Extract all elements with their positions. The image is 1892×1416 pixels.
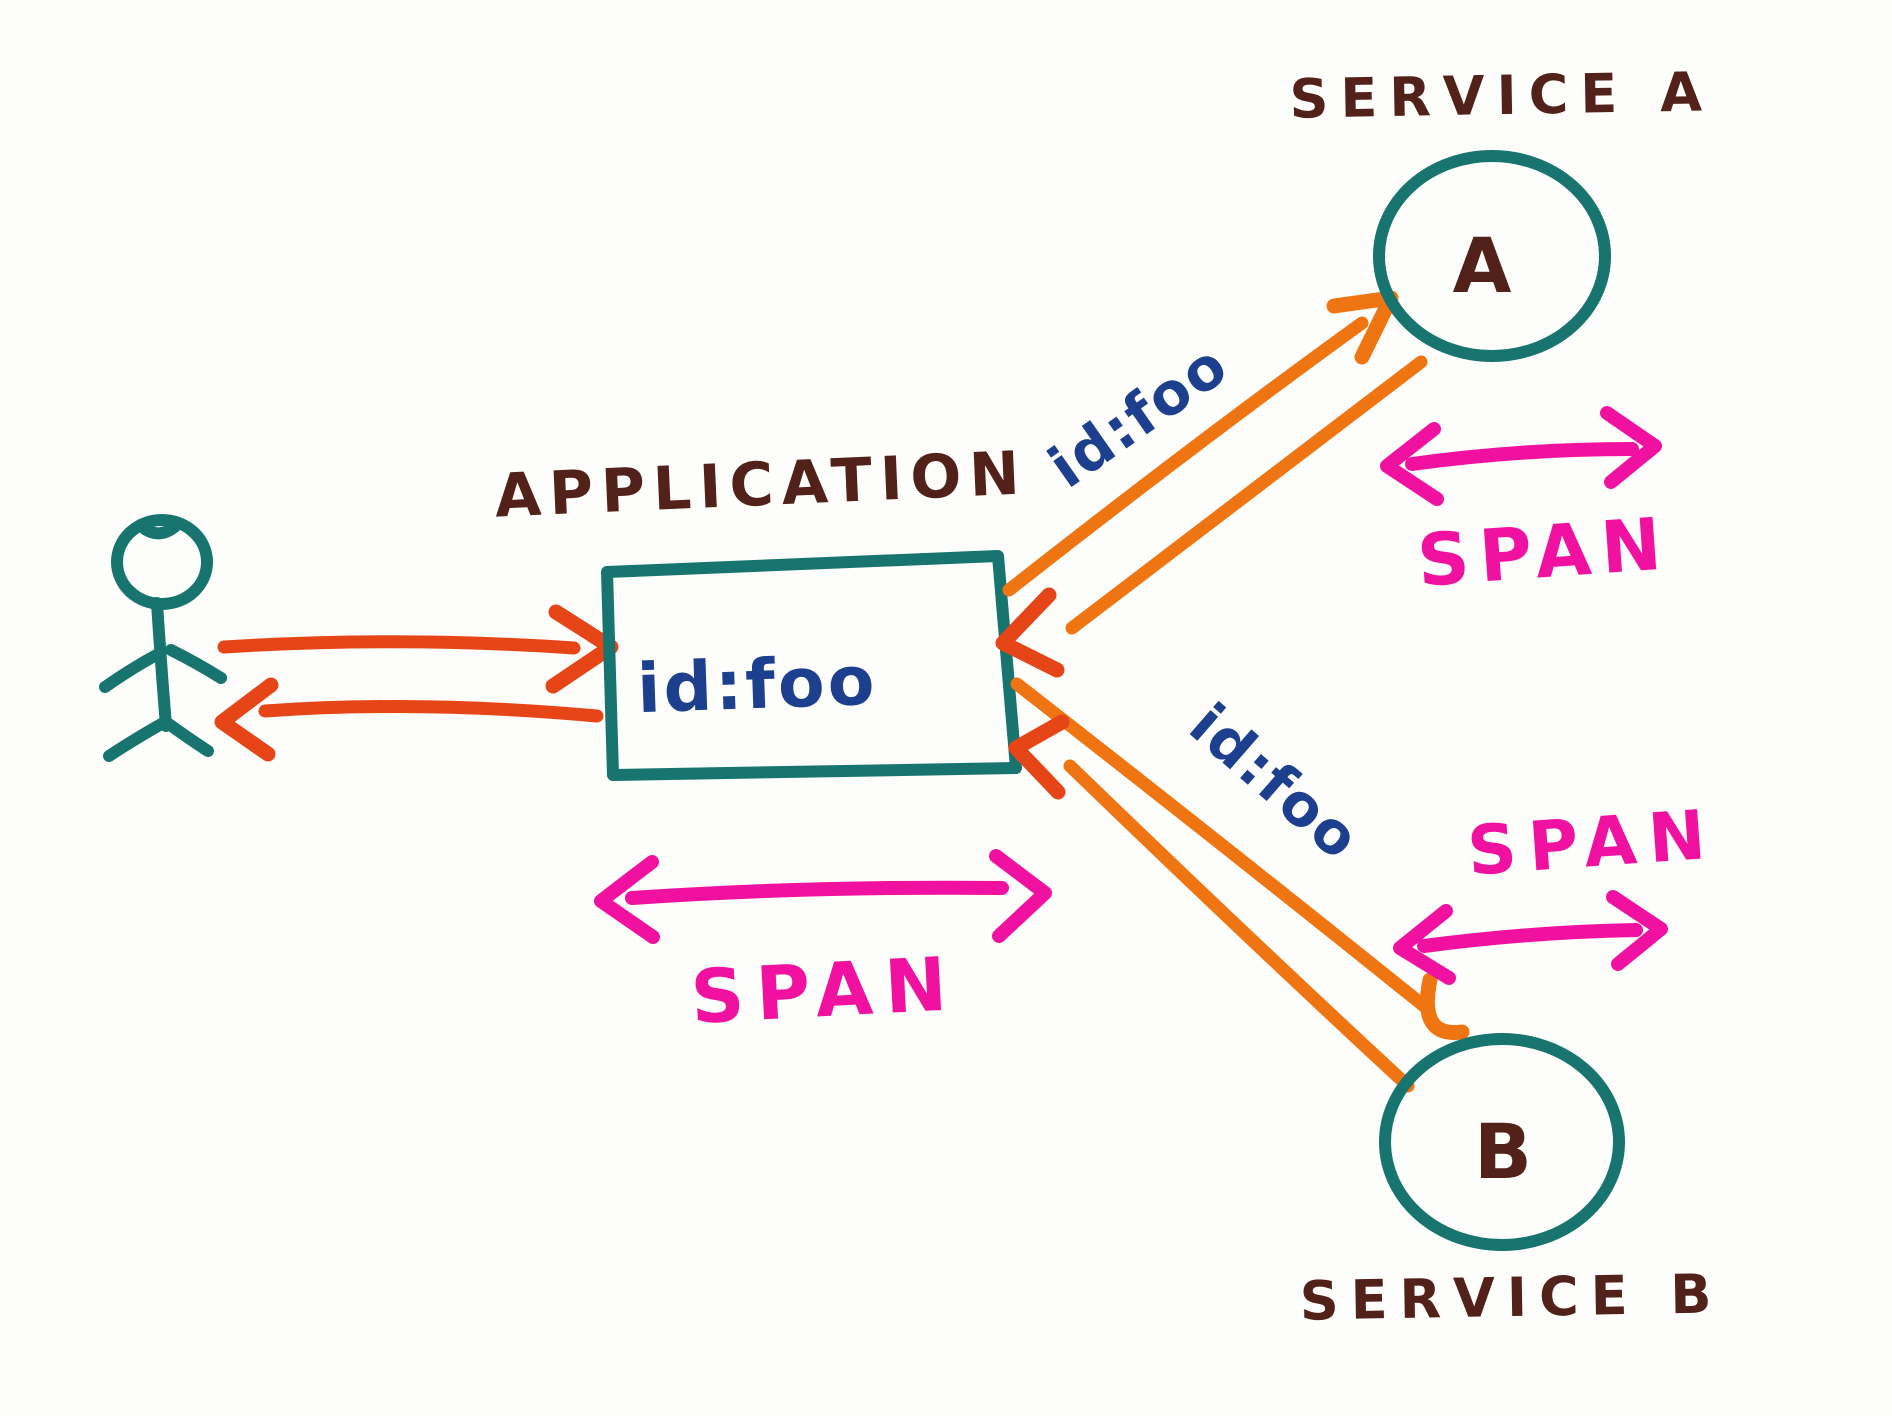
- response-arrow-from-service-a: [995, 355, 1428, 678]
- user-left-arm: [99, 647, 166, 693]
- response-b-shaft: [1063, 759, 1415, 1093]
- service-a-circle: [1373, 150, 1611, 362]
- user-request-shaft: [217, 635, 581, 655]
- application-span-right-arrowhead-icon: [989, 849, 1052, 943]
- service-a-span-arrow: [1380, 406, 1662, 506]
- user-head-notch: [136, 518, 184, 540]
- user-response-arrow: [214, 677, 604, 762]
- user-left-leg: [103, 716, 171, 762]
- user-stick-figure-icon: [99, 514, 227, 762]
- request-a-shaft: [1002, 316, 1369, 597]
- response-b-arrowhead-icon: [1008, 714, 1070, 800]
- application-trace-id: id:foo: [636, 642, 879, 729]
- service-b-span-label: SPAN: [1465, 795, 1720, 891]
- request-arrow-to-service-b: [1010, 677, 1470, 1041]
- service-a-span-shaft: [1405, 442, 1639, 471]
- response-a-arrowhead-icon: [995, 587, 1065, 678]
- application-span-shaft: [625, 880, 1009, 905]
- service-b-span-right-arrowhead-icon: [1606, 890, 1668, 971]
- service-b-title: SERVICE B: [1299, 1262, 1724, 1332]
- service-b-span-shaft: [1417, 923, 1643, 953]
- application-span-arrow: [594, 849, 1052, 944]
- application-span-left-arrowhead-icon: [594, 855, 660, 944]
- user-right-arm: [165, 644, 227, 684]
- user-body: [151, 597, 172, 732]
- service-a-span-left-arrowhead-icon: [1380, 422, 1444, 506]
- service-b-span-arrow: [1393, 890, 1668, 985]
- response-a-shaft: [1065, 355, 1428, 635]
- application-box: [601, 550, 1022, 781]
- service-b-node-label: B: [1474, 1107, 1532, 1196]
- user-right-leg: [160, 716, 214, 757]
- application-span-label: SPAN: [689, 941, 961, 1041]
- service-a-span-right-arrowhead-icon: [1600, 406, 1662, 489]
- user-response-shaft: [258, 700, 604, 723]
- request-b-arrowhead-icon: [1419, 972, 1470, 1041]
- service-a-span-label: SPAN: [1415, 501, 1674, 603]
- request-b-shaft: [1010, 677, 1431, 1013]
- user-response-arrowhead-icon: [214, 677, 279, 762]
- service-b-span-left-arrowhead-icon: [1393, 904, 1456, 985]
- response-arrow-from-service-b: [1008, 714, 1415, 1093]
- service-a-node-label: A: [1453, 221, 1512, 310]
- service-a-title: SERVICE A: [1289, 60, 1714, 130]
- service-b-circle: [1379, 1033, 1625, 1251]
